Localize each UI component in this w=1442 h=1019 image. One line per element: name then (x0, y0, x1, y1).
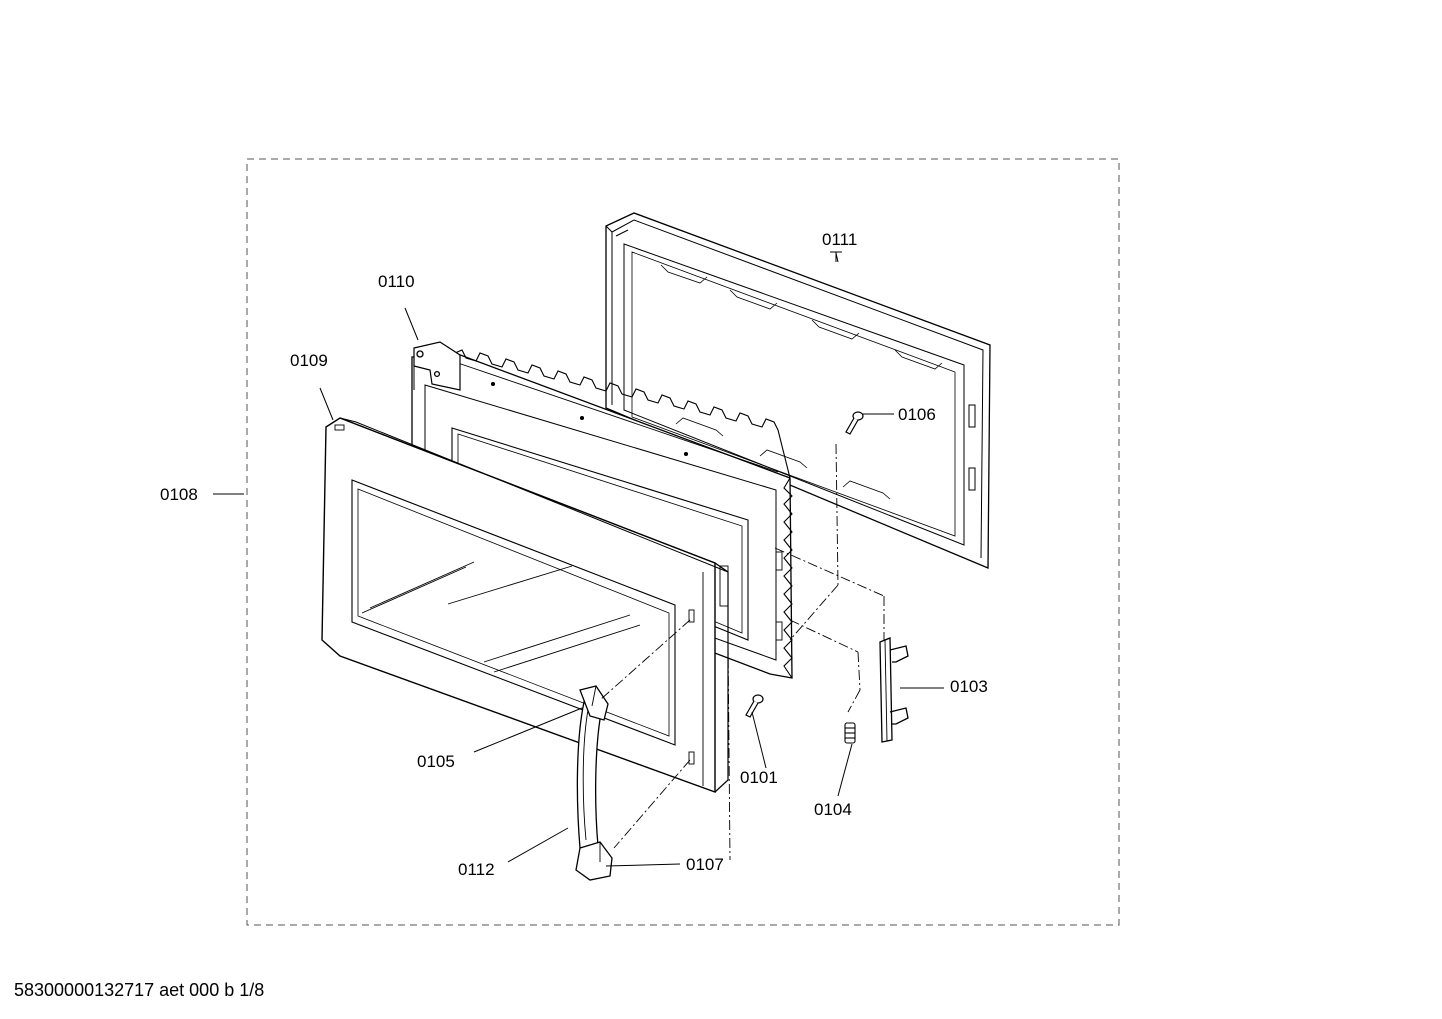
door-handle (575, 685, 613, 881)
label-0112: 0112 (458, 860, 495, 879)
label-0107: 0107 (686, 855, 724, 874)
rear-door-frame (605, 212, 991, 569)
screw-upper (845, 411, 864, 435)
leader-lines (213, 251, 944, 867)
label-0109: 0109 (290, 351, 328, 370)
label-0101: 0101 (740, 768, 778, 787)
latch-bracket (879, 637, 909, 743)
label-0104: 0104 (814, 800, 852, 819)
label-0108: 0108 (160, 485, 198, 504)
assembly-group-boundary (246, 158, 1120, 926)
spring (844, 722, 856, 744)
label-0105: 0105 (417, 752, 455, 771)
assembly-centre-lines (599, 443, 885, 861)
label-0103: 0103 (950, 677, 988, 696)
screw-lower (745, 694, 764, 718)
label-0110: 0110 (378, 272, 415, 291)
drawing-id-footer: 58300000132717 aet 000 b 1/8 (14, 980, 265, 1000)
label-0111: 0111 (822, 230, 857, 249)
label-0106: 0106 (898, 405, 936, 424)
outer-door-panel (321, 417, 729, 793)
